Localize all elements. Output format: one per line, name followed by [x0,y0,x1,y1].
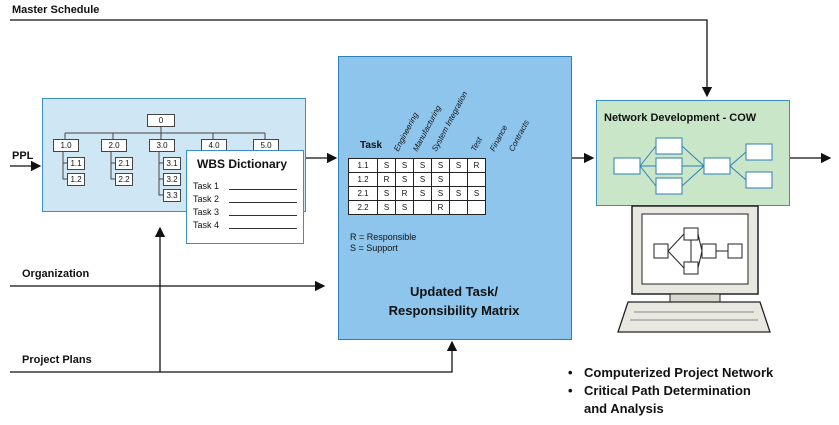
network-diagram-graphic [613,137,773,195]
project-plans-label: Project Plans [22,354,92,366]
matrix-cell [449,200,468,215]
dictionary-line [229,215,297,216]
master-schedule-line [10,19,713,98]
matrix-title-line-1: Updated Task/ [410,284,498,299]
matrix-cell: R [377,172,396,187]
matrix-cell: S [413,158,432,173]
matrix-cell: S [431,158,450,173]
matrix-cell [467,172,486,187]
matrix-cell: S [395,172,414,187]
legend-responsible: R = Responsible [350,232,417,242]
wbs-node-2-1: 2.1 [115,157,133,170]
outcome-bullets: •Computerized Project Network •Critical … [568,364,773,418]
wbs-node-2-2: 2.2 [115,173,133,186]
matrix-cell: S [395,200,414,215]
dictionary-task-2: Task 2 [193,194,220,204]
master-schedule-label: Master Schedule [12,4,100,16]
matrix-cell: S [377,186,396,201]
dictionary-task-3: Task 3 [193,207,220,217]
matrix-cell: S [467,186,486,201]
matrix-cell [467,200,486,215]
matrix-cell: S [395,158,414,173]
matrix-task-id: 1.2 [348,172,378,187]
dictionary-line [229,228,297,229]
matrix-cell [413,200,432,215]
wbs-node-1-1: 1.1 [67,157,85,170]
matrix-task-header: Task [360,140,383,151]
list-item: •Computerized Project Network [568,365,774,380]
table-row: 1.1 S S S S S R [348,158,486,173]
ppl-label: PPL [12,150,34,162]
matrix-task-id: 2.1 [348,186,378,201]
matrix-cell: S [377,158,396,173]
wbs-dictionary-card: WBS Dictionary Task 1 Task 2 Task 3 Task… [186,150,304,244]
matrix-title-line-2: Responsibility Matrix [388,303,520,318]
legend-support: S = Support [350,243,398,253]
dictionary-task-1: Task 1 [193,181,220,191]
table-row: 2.2 S S R [348,200,486,215]
dictionary-line [229,202,297,203]
wbs-node-2: 2.0 [101,139,127,152]
matrix-task-id: 2.2 [348,200,378,215]
computer-monitor-icon [617,205,771,333]
matrix-cell: S [413,186,432,201]
matrix-cell: S [413,172,432,187]
table-row: 2.1 S R S S S S [348,186,486,201]
matrix-cell: S [431,186,450,201]
list-item: and Analysis [584,401,664,416]
list-item: •Critical Path Determination [568,383,751,398]
wbs-node-3-3: 3.3 [163,189,181,202]
wbs-node-3-2: 3.2 [163,173,181,186]
wbs-node-1-2: 1.2 [67,173,85,186]
matrix-cell: R [431,200,450,215]
wbs-node-1: 1.0 [53,139,79,152]
wbs-dictionary-title: WBS Dictionary [197,157,288,171]
organization-label: Organization [22,268,90,280]
matrix-cell: S [377,200,396,215]
matrix-cell: R [467,158,486,173]
matrix-task-id: 1.1 [348,158,378,173]
matrix-cell: S [449,186,468,201]
matrix-cell: S [449,158,468,173]
dictionary-line [229,189,297,190]
matrix-cell: S [431,172,450,187]
table-row: 1.2 R S S S [348,172,486,187]
matrix-cell: R [395,186,414,201]
dictionary-task-4: Task 4 [193,220,220,230]
matrix-title: Updated Task/ Responsibility Matrix [338,282,570,320]
matrix-cell [449,172,468,187]
responsibility-matrix-table: 1.1 S S S S S R 1.2 R S S S 2.1 S R S S … [348,158,486,215]
wbs-node-3-1: 3.1 [163,157,181,170]
wbs-node-3: 3.0 [149,139,175,152]
wbs-node-root: 0 [147,114,175,127]
network-development-title: Network Development - COW [604,112,757,124]
project-plans-line [10,340,458,373]
